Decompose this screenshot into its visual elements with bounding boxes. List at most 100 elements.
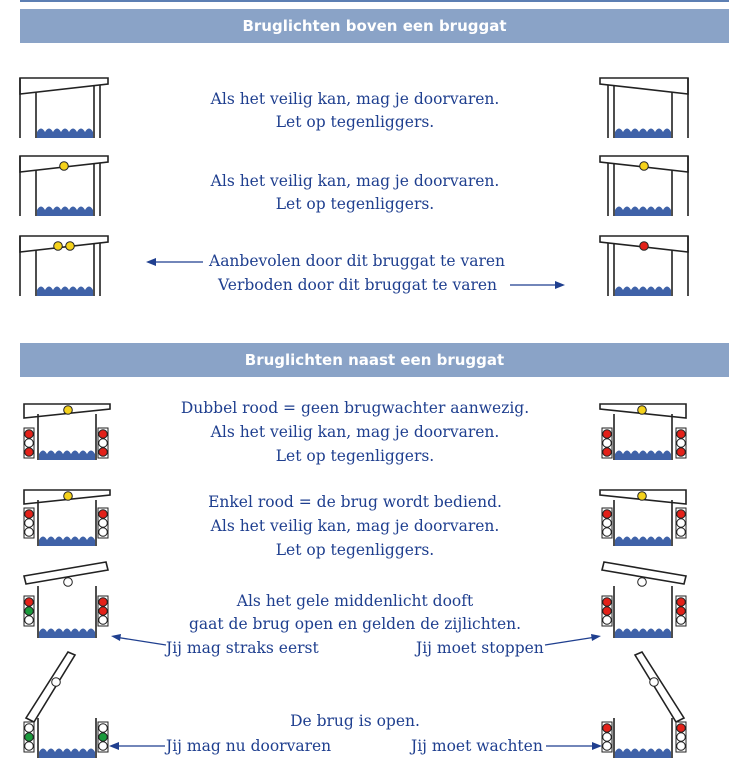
side-light — [98, 527, 108, 537]
side-light — [676, 741, 686, 751]
side-light — [98, 447, 108, 457]
bridge-group — [601, 561, 687, 638]
top-rule — [20, 0, 729, 2]
water-icon — [615, 536, 671, 546]
row2-line2: Let op tegenliggers. — [275, 195, 435, 213]
side-light — [24, 527, 34, 537]
water-icon — [39, 536, 95, 546]
water-icon — [39, 450, 95, 460]
water-icon — [615, 450, 671, 460]
side-light — [24, 615, 34, 625]
bridge-icon-r7-right — [601, 650, 687, 758]
middle-light — [637, 577, 647, 587]
bridge-group — [19, 235, 109, 296]
side-light — [98, 741, 108, 751]
water-icon — [615, 206, 671, 216]
side-light — [602, 741, 612, 751]
side-light — [602, 447, 612, 457]
side-light — [24, 518, 34, 528]
water-icon — [37, 206, 93, 216]
water-icon — [39, 748, 95, 758]
row1-line1: Als het veilig kan, mag je doorvaren. — [210, 90, 500, 108]
arrow-right-icon-r6 — [544, 634, 601, 646]
bridge-deck — [19, 77, 109, 95]
bridge-deck — [633, 650, 686, 724]
row7-left-label: Jij mag nu doorvaren — [166, 737, 332, 755]
water-icon — [615, 628, 671, 638]
side-light — [602, 732, 612, 742]
bridge-deck — [601, 561, 687, 585]
side-light — [676, 606, 686, 616]
side-light — [602, 438, 612, 448]
bridge-icon-r5-left — [23, 489, 111, 546]
side-light — [676, 597, 686, 607]
row7-line1: De brug is open. — [290, 712, 420, 730]
red-light — [639, 241, 649, 251]
water-icon — [615, 128, 671, 138]
bridge-deck — [23, 561, 109, 585]
row2-line1: Als het veilig kan, mag je doorvaren. — [210, 172, 500, 190]
side-light — [24, 732, 34, 742]
side-light — [98, 518, 108, 528]
middle-light — [63, 405, 73, 415]
bridge-group — [19, 155, 109, 216]
side-light — [98, 438, 108, 448]
side-light — [602, 597, 612, 607]
bridge-icon-r2-right — [599, 155, 689, 216]
row5-line2: Als het veilig kan, mag je doorvaren. — [210, 517, 500, 535]
row6-line2: gaat de brug open en gelden de zijlichte… — [188, 615, 522, 633]
side-light — [98, 723, 108, 733]
side-light — [602, 606, 612, 616]
side-light — [602, 615, 612, 625]
side-light — [24, 606, 34, 616]
bridge-icon-r7-left — [23, 650, 109, 758]
yellow-light — [639, 161, 649, 171]
bridge-icon-r1-left — [19, 77, 109, 138]
bridge-deck — [19, 235, 109, 253]
bridge-icon-r1-right — [599, 77, 689, 138]
row4-line3: Let op tegenliggers. — [275, 447, 435, 465]
bridge-icon-r4-right — [599, 403, 687, 460]
bridge-group — [23, 403, 111, 460]
side-light — [676, 438, 686, 448]
side-light — [24, 438, 34, 448]
bridge-icon-r3-left — [19, 235, 109, 296]
side-light — [676, 732, 686, 742]
middle-light — [63, 491, 73, 501]
side-light — [24, 723, 34, 733]
middle-light — [51, 677, 61, 687]
side-light — [98, 429, 108, 439]
bridge-group — [599, 155, 689, 216]
yellow-light — [59, 161, 69, 171]
side-light — [676, 447, 686, 457]
side-light — [676, 429, 686, 439]
side-light — [98, 509, 108, 519]
middle-light — [63, 577, 73, 587]
bridge-icon-r6-left — [23, 561, 109, 638]
row7-right-label: Jij moet wachten — [411, 737, 543, 755]
row3-line2: Verboden door dit bruggat te varen — [218, 276, 498, 294]
bridge-deck — [24, 650, 77, 724]
section-header-above: Bruglichten boven een bruggat — [20, 9, 729, 43]
side-light — [24, 509, 34, 519]
section-header-beside: Bruglichten naast een bruggat — [20, 343, 729, 377]
side-light — [98, 597, 108, 607]
bridge-group — [23, 561, 109, 638]
arrow-left-icon-r3 — [146, 258, 203, 266]
bridge-group — [599, 489, 687, 546]
side-light — [602, 429, 612, 439]
bridge-group — [599, 77, 689, 138]
middle-light — [637, 491, 647, 501]
middle-light — [637, 405, 647, 415]
side-light — [98, 732, 108, 742]
arrow-right-icon-r7 — [546, 742, 602, 750]
arrow-left-icon-r6 — [111, 634, 167, 646]
row6-left-label: Jij mag straks eerst — [166, 639, 319, 657]
row3-line1: Aanbevolen door dit bruggat te varen — [209, 252, 506, 270]
bridge-icon-r2-left — [19, 155, 109, 216]
side-light — [24, 447, 34, 457]
side-light — [676, 518, 686, 528]
side-light — [98, 615, 108, 625]
bridge-icon-r5-right — [599, 489, 687, 546]
water-icon — [615, 748, 671, 758]
